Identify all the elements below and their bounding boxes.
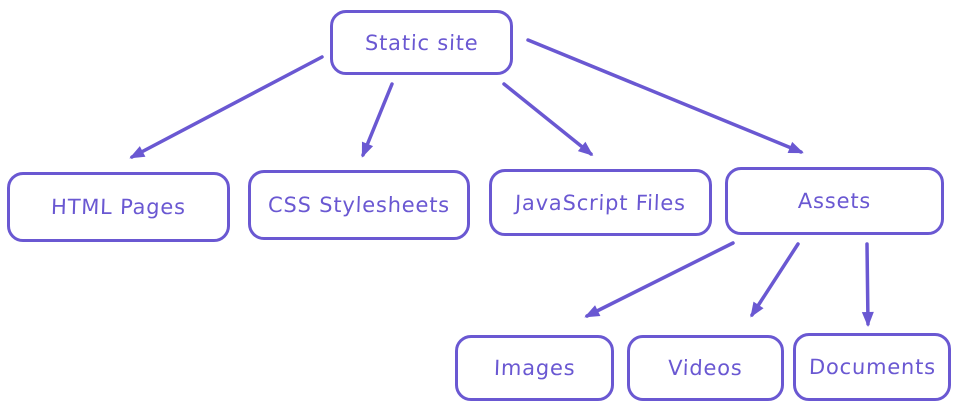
node-images: Images bbox=[455, 335, 614, 401]
edge-assets-to-images bbox=[584, 241, 735, 318]
edge-static-site-to-assets bbox=[526, 38, 804, 154]
node-documents-label: Documents bbox=[808, 355, 936, 379]
node-videos: Videos bbox=[627, 335, 784, 401]
node-static-site: Static site bbox=[330, 10, 513, 75]
node-css-stylesheets: CSS Stylesheets bbox=[248, 170, 470, 240]
edge-assets-to-videos bbox=[750, 242, 800, 318]
node-documents: Documents bbox=[793, 333, 951, 401]
node-assets-label: Assets bbox=[797, 189, 872, 213]
node-html-pages: HTML Pages bbox=[7, 172, 230, 242]
node-images-label: Images bbox=[493, 356, 576, 380]
node-javascript-files-label: JavaScript Files bbox=[514, 190, 687, 215]
node-html-pages-label: HTML Pages bbox=[50, 195, 187, 219]
node-javascript-files: JavaScript Files bbox=[489, 169, 712, 236]
node-videos-label: Videos bbox=[667, 356, 744, 380]
node-static-site-label: Static site bbox=[364, 30, 479, 55]
edge-static-site-to-css-stylesheets bbox=[361, 82, 394, 158]
edge-static-site-to-javascript-files bbox=[502, 82, 594, 156]
node-css-stylesheets-label: CSS Stylesheets bbox=[267, 193, 451, 217]
edge-assets-to-documents bbox=[861, 242, 874, 327]
node-assets: Assets bbox=[725, 167, 944, 235]
edge-static-site-to-html-pages bbox=[129, 55, 324, 159]
